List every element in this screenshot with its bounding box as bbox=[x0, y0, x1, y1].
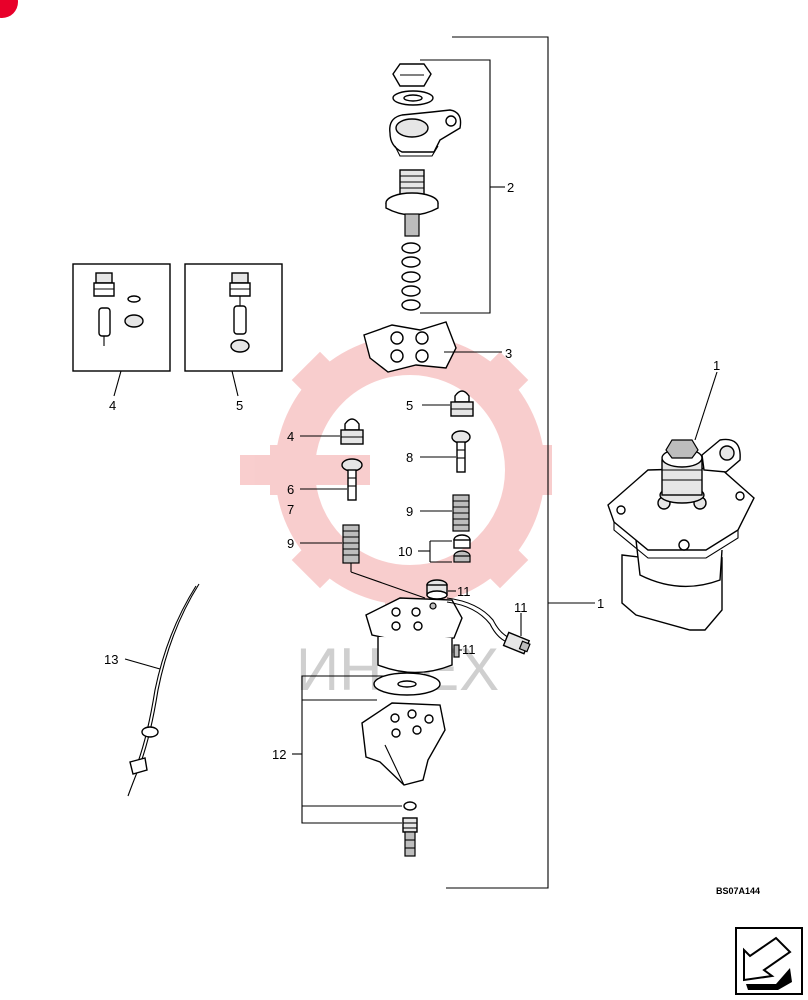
callout-11-a: 11 bbox=[457, 584, 471, 599]
inset-kit-4 bbox=[72, 263, 171, 372]
bracket-12 bbox=[301, 675, 402, 824]
plug-4 bbox=[340, 418, 364, 445]
spring-9-left bbox=[342, 524, 360, 564]
callout-1-assembly: 1 bbox=[713, 358, 720, 373]
callout-7: 7 bbox=[287, 502, 294, 517]
cap-bracket bbox=[389, 109, 462, 157]
cable-13 bbox=[127, 583, 200, 797]
document-code: BS07A144 bbox=[716, 886, 760, 896]
pusher-8 bbox=[451, 430, 471, 473]
callout-4-box: 4 bbox=[109, 398, 116, 413]
connector-11 bbox=[502, 631, 531, 655]
bracket-1 bbox=[446, 36, 549, 889]
pusher-6 bbox=[341, 458, 363, 501]
callout-11-c: 11 bbox=[462, 642, 476, 657]
callout-9-left: 9 bbox=[287, 536, 294, 551]
callout-5: 5 bbox=[406, 398, 413, 413]
callout-12: 12 bbox=[272, 747, 286, 762]
wire-harness bbox=[446, 597, 511, 639]
plate-3 bbox=[363, 321, 457, 373]
assembled-valve-1 bbox=[607, 438, 755, 631]
callout-1-bracket: 1 bbox=[597, 596, 604, 611]
callout-5-box: 5 bbox=[236, 398, 243, 413]
callout-6: 6 bbox=[287, 482, 294, 497]
valve-housing bbox=[365, 597, 463, 674]
fitting-12 bbox=[402, 817, 418, 857]
washer-stack bbox=[401, 242, 421, 311]
corner-mark bbox=[0, 0, 18, 18]
watermark-gear bbox=[240, 330, 552, 610]
callout-8: 8 bbox=[406, 450, 413, 465]
callout-9-right: 9 bbox=[406, 504, 413, 519]
base-body-12 bbox=[361, 702, 446, 786]
top-nut bbox=[392, 63, 432, 87]
callout-2: 2 bbox=[507, 180, 514, 195]
ring-11 bbox=[426, 579, 448, 600]
o-ring-12 bbox=[403, 801, 417, 811]
spring-9-right bbox=[452, 494, 470, 532]
callout-13: 13 bbox=[104, 652, 118, 667]
washer-seal-10 bbox=[453, 534, 471, 563]
next-page-arrow-icon[interactable] bbox=[735, 927, 803, 995]
pivot-joint bbox=[385, 169, 439, 237]
screw-11 bbox=[453, 644, 460, 658]
callout-4: 4 bbox=[287, 429, 294, 444]
callout-10: 10 bbox=[398, 544, 412, 559]
inset-kit-5 bbox=[184, 263, 283, 372]
callout-11-b: 11 bbox=[514, 600, 528, 615]
callout-3: 3 bbox=[505, 346, 512, 361]
plug-5 bbox=[450, 390, 474, 417]
